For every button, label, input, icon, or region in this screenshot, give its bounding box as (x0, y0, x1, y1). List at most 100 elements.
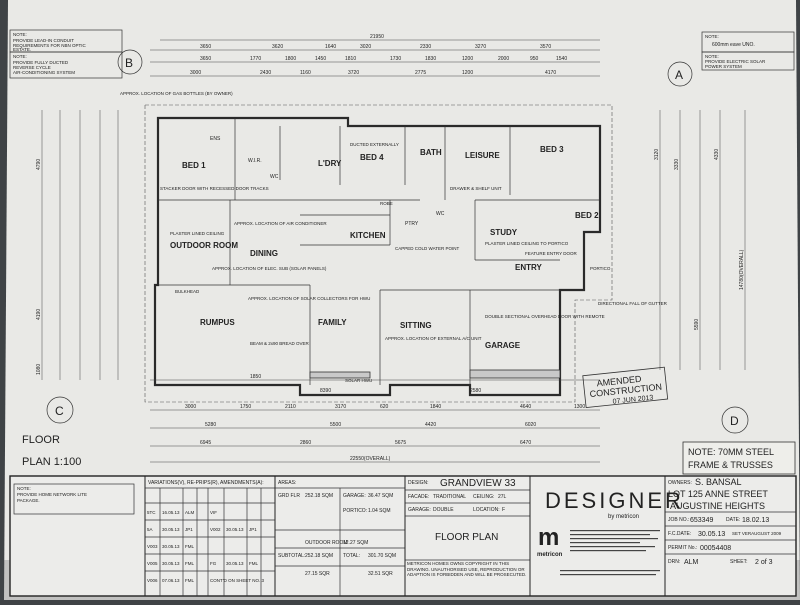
variation-cell: VIF (210, 510, 217, 515)
svg-text:3170: 3170 (335, 404, 346, 410)
room-garage: GARAGE (485, 341, 521, 350)
svg-text:CEILING:: CEILING: (473, 494, 494, 500)
svg-text:18.02.13: 18.02.13 (742, 517, 769, 524)
svg-text:PLAN 1:100: PLAN 1:100 (22, 456, 81, 468)
note-top-right: NOTE: 600mm eave UNO. NOTE: PROVIDE ELEC… (701, 31, 795, 71)
svg-text:CAPPED COLD WATER POINT: CAPPED COLD WATER POINT (395, 246, 460, 251)
svg-text:6945: 6945 (200, 440, 211, 446)
svg-text:SHEET:: SHEET: (730, 559, 748, 565)
variation-cell: ALM (185, 510, 195, 515)
room-wc-2: WC (436, 211, 445, 217)
note-top-left: NOTE: PROVIDE LEAD-IN CONDUIT REQUIREMEN… (9, 29, 123, 79)
owner-name: S. BANSAL (695, 477, 742, 487)
svg-text:SET VERAUGUST 2009: SET VERAUGUST 2009 (732, 531, 782, 536)
svg-text:2775: 2775 (415, 70, 426, 76)
note-line: POWER SYSTEM (705, 64, 742, 69)
svg-text:2330: 2330 (420, 44, 431, 50)
variation-cell: 30.05.13 (162, 561, 180, 566)
lot-address: LOT 125 ANNE STREET (668, 489, 768, 499)
svg-text:4170: 4170 (545, 70, 556, 76)
svg-text:1810: 1810 (345, 56, 356, 62)
svg-text:PORTICO:: PORTICO: (343, 508, 367, 514)
svg-text:SOLAR HWU: SOLAR HWU (345, 378, 372, 383)
variation-cell: V002 (210, 527, 221, 532)
svg-text:DUCTED EXTERNALLY: DUCTED EXTERNALLY (350, 142, 399, 147)
variation-cell: 16.05.13 (162, 510, 180, 515)
svg-text:3650: 3650 (200, 44, 211, 50)
svg-text:TOTAL:: TOTAL: (343, 553, 360, 559)
svg-text:30.05.13: 30.05.13 (698, 531, 725, 538)
svg-text:SUBTOTAL:: SUBTOTAL: (278, 553, 305, 559)
right-dimensions: 3120 3330 4330 5590 14780(OVERALL) (654, 110, 746, 370)
variation-cell: 5A (147, 527, 153, 532)
svg-text:FEATURE ENTRY DOOR: FEATURE ENTRY DOOR (525, 251, 578, 256)
brand-sub: by metricon (608, 514, 639, 520)
variation-cell: FML (185, 544, 194, 549)
svg-text:PERMIT No.:: PERMIT No.: (668, 545, 697, 551)
svg-text:14780(OVERALL): 14780(OVERALL) (739, 249, 745, 290)
top-dimensions: 21950 3650 3620 1640 3020 2330 3270 3570… (150, 34, 600, 77)
svg-text:3120: 3120 (654, 149, 660, 160)
svg-text:6020: 6020 (525, 422, 536, 428)
variation-cell: JP1 (249, 527, 257, 532)
svg-text:APPROX. LOCATION OF SOLAR COLL: APPROX. LOCATION OF SOLAR COLLECTORS FOR… (248, 296, 370, 301)
svg-text:1450: 1450 (315, 56, 326, 62)
variation-cell: FML (185, 561, 194, 566)
note-line: 600mm eave UNO. (712, 42, 755, 48)
variation-cell: V006 (147, 578, 158, 583)
svg-text:1160: 1160 (300, 70, 311, 76)
svg-text:DOUBLE SECTIONAL OVERHEAD DOOR: DOUBLE SECTIONAL OVERHEAD DOOR WITH REMO… (485, 314, 605, 319)
room-labels: BED 1 W.I.R. L'DRY BED 4 BATH LEISURE BE… (170, 136, 599, 350)
svg-text:DOUBLE: DOUBLE (433, 507, 454, 513)
room-bed-4: BED 4 (360, 153, 384, 162)
svg-text:620: 620 (380, 404, 389, 410)
variation-cell: JP1 (185, 527, 193, 532)
svg-text:653349: 653349 (690, 517, 713, 524)
brand-designer: DESIGNER (545, 488, 684, 513)
svg-text:B: B (125, 56, 133, 70)
svg-text:metricon: metricon (537, 552, 563, 558)
variation-cell: V005 (147, 561, 158, 566)
note-line: ESTATE. (13, 47, 31, 52)
room-kitchen: KITCHEN (350, 231, 386, 240)
note-line: PROVIDE ELECTRIC SOLAR (705, 59, 766, 64)
amended-stamp: AMENDED CONSTRUCTION 07 JUN 2013 (582, 366, 669, 409)
svg-text:3650: 3650 (200, 56, 211, 62)
svg-text:5280: 5280 (205, 422, 216, 428)
svg-text:1800: 1800 (285, 56, 296, 62)
svg-text:27.15 SQR: 27.15 SQR (305, 571, 330, 577)
dim-overall-bottom: 22550(OVERALL) (350, 456, 391, 462)
svg-text:PLASTER LINED CEILING TO PORTI: PLASTER LINED CEILING TO PORTICO (485, 241, 569, 246)
svg-text:OWNERS:: OWNERS: (668, 480, 692, 486)
svg-text:AREAS:: AREAS: (278, 480, 296, 486)
svg-text:1850: 1850 (250, 374, 261, 380)
svg-text:1300: 1300 (574, 404, 585, 410)
variation-cell: 30.05.13 (226, 561, 244, 566)
svg-text:DRAWER & SHELF UNIT: DRAWER & SHELF UNIT (450, 186, 502, 191)
svg-text:AMENDED: AMENDED (596, 374, 642, 389)
svg-text:3020: 3020 (360, 44, 371, 50)
note-line: PROVIDE FULLY DUCTED (13, 60, 69, 65)
svg-text:3330: 3330 (674, 159, 680, 170)
svg-text:3270: 3270 (475, 44, 486, 50)
metricon-logo: m (538, 524, 559, 551)
room-outdoor: OUTDOOR ROOM (170, 241, 238, 250)
room-ens: ENS (210, 136, 221, 142)
svg-text:3000: 3000 (190, 70, 201, 76)
variation-cell: 30.05.13 (162, 544, 180, 549)
variation-cell: FG (210, 561, 217, 566)
svg-text:ROBE: ROBE (380, 201, 393, 206)
svg-text:00054408: 00054408 (700, 545, 731, 552)
svg-text:OUTDOOR ROOM: OUTDOOR ROOM (305, 540, 348, 546)
svg-text:4420: 4420 (425, 422, 436, 428)
svg-text:252.18 SQM: 252.18 SQM (305, 553, 333, 559)
svg-text:FRAME & TRUSSES: FRAME & TRUSSES (688, 460, 773, 470)
svg-text:2860: 2860 (300, 440, 311, 446)
svg-text:4790: 4790 (36, 159, 42, 170)
suburb: AUGUSTINE HEIGHTS (670, 501, 765, 511)
svg-text:3000: 3000 (185, 404, 196, 410)
svg-text:BULKHEAD: BULKHEAD (175, 289, 200, 294)
svg-text:1830: 1830 (425, 56, 436, 62)
svg-text:STACKER DOOR WITH RECESSED DOO: STACKER DOOR WITH RECESSED DOOR TRACKS (160, 186, 269, 191)
